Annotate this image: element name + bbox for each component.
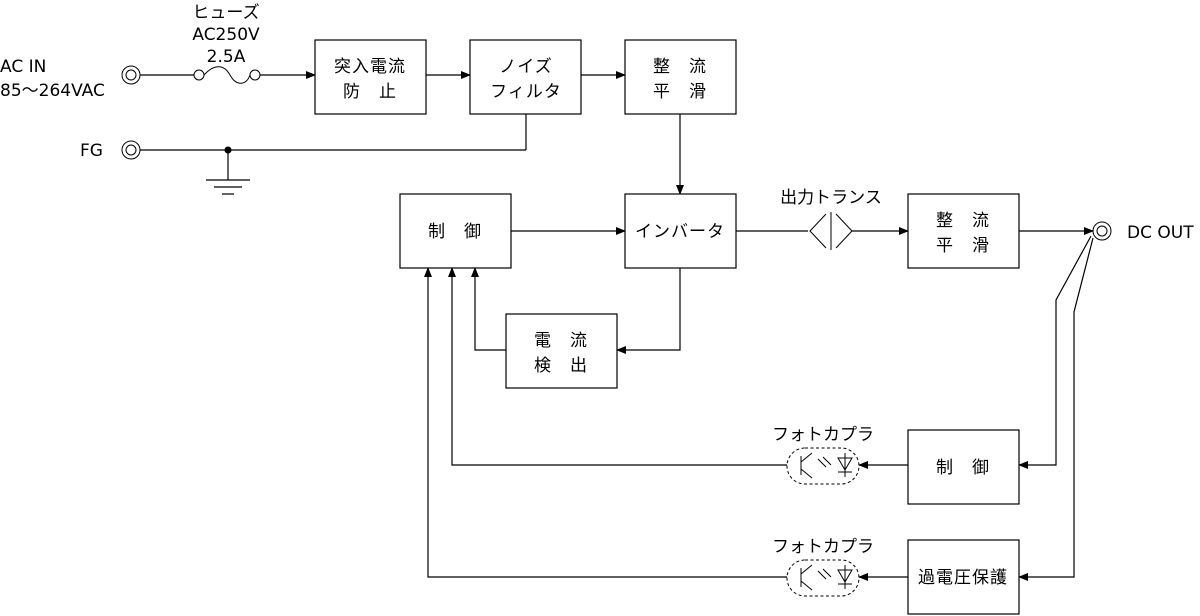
block-inverter-label: インバータ <box>635 222 725 242</box>
photocoupler-1-symbol <box>786 447 860 485</box>
block-rect2-line1: 整 流 <box>936 211 990 231</box>
block-rect1-line2: 平 滑 <box>653 82 707 102</box>
block-control-sub: 制 御 <box>907 429 1020 505</box>
block-inrush-line1: 突入電流 <box>334 57 406 77</box>
photocoupler-1-label: フォトカプラ <box>772 425 874 445</box>
block-inrush-line2: 防 止 <box>343 82 397 102</box>
block-control-sub-label: 制 御 <box>936 458 990 478</box>
fuse-rating-current: 2.5A <box>207 47 246 67</box>
block-overvoltage-label: 過電圧保護 <box>918 568 1008 588</box>
ac-in-range: 85～264VAC <box>0 81 105 101</box>
dc-out-label: DC OUT <box>1127 223 1194 243</box>
fuse-name: ヒューズ <box>192 3 259 23</box>
fg-label: FG <box>80 141 103 161</box>
block-current-detect: 電 流 検 出 <box>505 313 618 389</box>
ground-icon <box>206 150 250 195</box>
block-inrush-prevention: 突入電流 防 止 <box>314 39 427 115</box>
block-rect2-line2: 平 滑 <box>936 236 990 256</box>
arrow-dcout-overvoltage <box>1018 237 1094 581</box>
block-current-line2: 検 出 <box>534 356 588 376</box>
arrow-currentdetect-control <box>471 267 506 351</box>
photocoupler-2-symbol <box>786 559 860 597</box>
block-filter-line1: ノイズ <box>499 57 553 77</box>
arrow-inverter-currentdetect <box>616 268 681 354</box>
fg-terminal <box>121 140 141 160</box>
block-control-main-label: 制 御 <box>428 222 482 242</box>
block-rect1-line1: 整 流 <box>653 57 707 77</box>
transformer-symbol <box>809 212 853 250</box>
block-inverter: インバータ <box>624 193 737 269</box>
arrow-photocoupler2-control <box>424 267 787 578</box>
block-overvoltage-protection: 過電圧保護 <box>907 539 1020 615</box>
block-current-line1: 電 流 <box>534 331 588 351</box>
ac-in-terminal <box>121 65 141 85</box>
fuse-rating-voltage: AC250V <box>192 25 260 45</box>
arrow-dcout-control-sub <box>1018 235 1092 469</box>
photocoupler-2-label: フォトカプラ <box>772 537 874 557</box>
block-filter-line2: フィルタ <box>490 82 562 102</box>
block-noise-filter: ノイズ フィルタ <box>469 39 582 115</box>
arrow-photocoupler1-control <box>448 267 787 466</box>
block-control-main: 制 御 <box>399 193 512 269</box>
block-rectifier-1: 整 流 平 滑 <box>624 39 737 115</box>
transformer-label: 出力トランス <box>780 188 882 208</box>
ac-in-label: AC IN <box>0 57 46 77</box>
block-rectifier-2: 整 流 平 滑 <box>907 193 1020 269</box>
dc-out-terminal <box>1092 221 1112 241</box>
fuse-symbol <box>193 66 261 84</box>
